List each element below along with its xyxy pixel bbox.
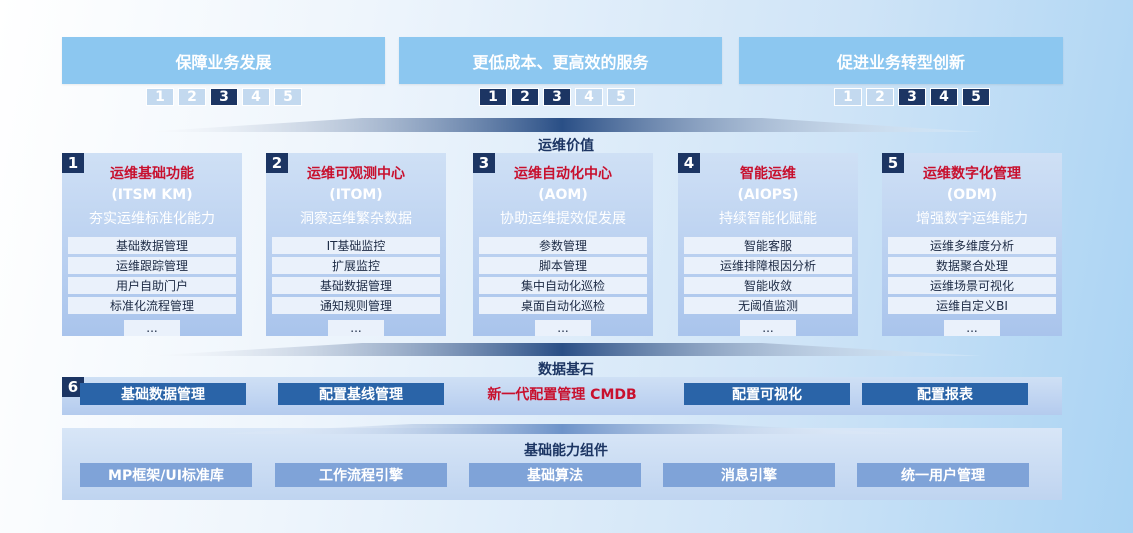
list-item: 集中自动化巡检 bbox=[479, 277, 647, 294]
card-number: 2 bbox=[266, 153, 288, 173]
list-item: 运维多维度分析 bbox=[888, 237, 1056, 254]
base-algorithm-button: 基础算法 bbox=[469, 463, 641, 487]
card-list: IT基础监控 扩展监控 基础数据管理 通知规则管理 bbox=[272, 237, 440, 314]
cmdb-report-button: 配置报表 bbox=[862, 383, 1028, 405]
card-odm: 5 运维数字化管理 (ODM) 增强数字运维能力 运维多维度分析 数据聚合处理 … bbox=[882, 153, 1062, 336]
base-capability-label: 基础能力组件 bbox=[524, 443, 608, 459]
list-item: 无阈值监测 bbox=[684, 297, 852, 314]
list-item: 基础数据管理 bbox=[68, 237, 236, 254]
card-more: ... bbox=[535, 320, 591, 336]
data-arrow-wedge bbox=[142, 343, 982, 356]
goal-2-numbers: 1 2 3 4 5 bbox=[479, 88, 635, 106]
card-more: ... bbox=[328, 320, 384, 336]
list-item: 通知规则管理 bbox=[272, 297, 440, 314]
list-item: 用户自助门户 bbox=[68, 277, 236, 294]
cmdb-baseline-button: 配置基线管理 bbox=[278, 383, 444, 405]
cmdb-title: 新一代配置管理 CMDB bbox=[487, 387, 637, 403]
base-arrow-wedge bbox=[212, 424, 912, 434]
card-number: 4 bbox=[678, 153, 700, 173]
data-foundation-label: 数据基石 bbox=[538, 362, 594, 378]
list-item: 数据聚合处理 bbox=[888, 257, 1056, 274]
card-list: 参数管理 脚本管理 集中自动化巡检 桌面自动化巡检 bbox=[479, 237, 647, 314]
card-itsm: 1 运维基础功能 (ITSM KM) 夯实运维标准化能力 基础数据管理 运维跟踪… bbox=[62, 153, 242, 336]
num-box: 4 bbox=[242, 88, 270, 106]
goal-business-development: 保障业务发展 bbox=[62, 37, 385, 84]
card-subtitle: (ITOM) bbox=[329, 187, 383, 203]
num-box-active: 5 bbox=[962, 88, 990, 106]
card-description: 协助运维提效促发展 bbox=[500, 211, 626, 227]
num-box: 2 bbox=[866, 88, 894, 106]
card-list: 运维多维度分析 数据聚合处理 运维场景可视化 运维自定义BI bbox=[888, 237, 1056, 314]
card-description: 夯实运维标准化能力 bbox=[89, 211, 215, 227]
card-title: 智能运维 bbox=[740, 166, 796, 182]
card-more: ... bbox=[944, 320, 1000, 336]
cmdb-number: 6 bbox=[62, 377, 84, 397]
card-itom: 2 运维可观测中心 (ITOM) 洞察运维繁杂数据 IT基础监控 扩展监控 基础… bbox=[266, 153, 446, 336]
card-description: 洞察运维繁杂数据 bbox=[300, 211, 412, 227]
num-box: 4 bbox=[575, 88, 603, 106]
card-more: ... bbox=[740, 320, 796, 336]
base-workflow-engine-button: 工作流程引擎 bbox=[275, 463, 447, 487]
base-message-engine-button: 消息引擎 bbox=[663, 463, 835, 487]
card-subtitle: (AOM) bbox=[538, 187, 588, 203]
base-mp-framework-button: MP框架/UI标准库 bbox=[80, 463, 252, 487]
list-item: 运维跟踪管理 bbox=[68, 257, 236, 274]
list-item: 运维排障根因分析 bbox=[684, 257, 852, 274]
num-box-active: 3 bbox=[898, 88, 926, 106]
num-box-active: 2 bbox=[511, 88, 539, 106]
card-description: 持续智能化赋能 bbox=[719, 211, 817, 227]
list-item: 参数管理 bbox=[479, 237, 647, 254]
goal-transformation: 促进业务转型创新 bbox=[739, 37, 1063, 84]
num-box-active: 1 bbox=[479, 88, 507, 106]
card-list: 智能客服 运维排障根因分析 智能收敛 无阈值监测 bbox=[684, 237, 852, 314]
base-user-management-button: 统一用户管理 bbox=[857, 463, 1029, 487]
list-item: 扩展监控 bbox=[272, 257, 440, 274]
goal-3-numbers: 1 2 3 4 5 bbox=[834, 88, 990, 106]
list-item: 基础数据管理 bbox=[272, 277, 440, 294]
list-item: 脚本管理 bbox=[479, 257, 647, 274]
cmdb-visualization-button: 配置可视化 bbox=[684, 383, 850, 405]
card-title: 运维可观测中心 bbox=[307, 166, 405, 182]
list-item: 标准化流程管理 bbox=[68, 297, 236, 314]
goal-1-numbers: 1 2 3 4 5 bbox=[146, 88, 302, 106]
num-box-active: 3 bbox=[543, 88, 571, 106]
list-item: 智能客服 bbox=[684, 237, 852, 254]
num-box-active: 4 bbox=[930, 88, 958, 106]
card-number: 1 bbox=[62, 153, 84, 173]
card-description: 增强数字运维能力 bbox=[916, 211, 1028, 227]
card-list: 基础数据管理 运维跟踪管理 用户自助门户 标准化流程管理 bbox=[68, 237, 236, 314]
card-subtitle: (AIOPS) bbox=[737, 187, 799, 203]
num-box-active: 3 bbox=[210, 88, 238, 106]
num-box: 5 bbox=[274, 88, 302, 106]
num-box: 5 bbox=[607, 88, 635, 106]
card-title: 运维自动化中心 bbox=[514, 166, 612, 182]
list-item: 运维场景可视化 bbox=[888, 277, 1056, 294]
value-arrow-wedge bbox=[142, 118, 982, 132]
num-box: 1 bbox=[146, 88, 174, 106]
card-title: 运维基础功能 bbox=[110, 166, 194, 182]
list-item: IT基础监控 bbox=[272, 237, 440, 254]
card-title: 运维数字化管理 bbox=[923, 166, 1021, 182]
card-subtitle: (ITSM KM) bbox=[111, 187, 193, 203]
list-item: 运维自定义BI bbox=[888, 297, 1056, 314]
card-number: 3 bbox=[473, 153, 495, 173]
value-label: 运维价值 bbox=[538, 138, 594, 154]
goal-low-cost-service: 更低成本、更高效的服务 bbox=[399, 37, 722, 84]
num-box: 2 bbox=[178, 88, 206, 106]
cmdb-basic-data-button: 基础数据管理 bbox=[80, 383, 246, 405]
list-item: 智能收敛 bbox=[684, 277, 852, 294]
list-item: 桌面自动化巡检 bbox=[479, 297, 647, 314]
num-box: 1 bbox=[834, 88, 862, 106]
card-aiops: 4 智能运维 (AIOPS) 持续智能化赋能 智能客服 运维排障根因分析 智能收… bbox=[678, 153, 858, 336]
card-aom: 3 运维自动化中心 (AOM) 协助运维提效促发展 参数管理 脚本管理 集中自动… bbox=[473, 153, 653, 336]
card-number: 5 bbox=[882, 153, 904, 173]
card-subtitle: (ODM) bbox=[946, 187, 998, 203]
card-more: ... bbox=[124, 320, 180, 336]
